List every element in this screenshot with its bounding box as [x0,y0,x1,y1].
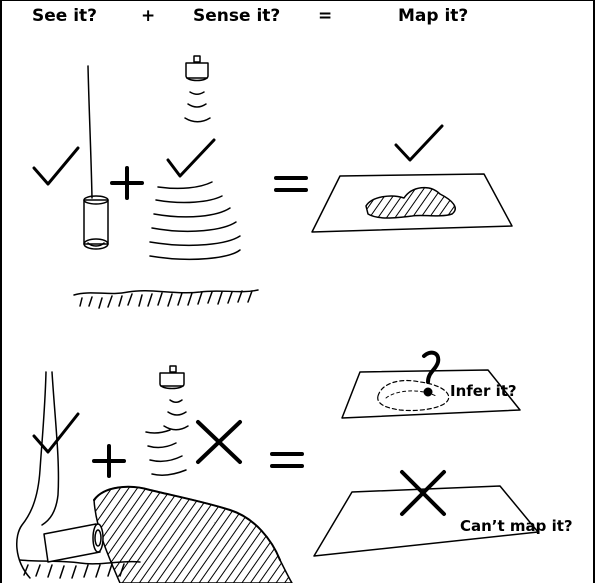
header-map: Map it? [398,6,469,26]
camera-icon [83,195,109,250]
sonar-waves-top [184,91,211,123]
plus-icon-bottom [92,444,126,478]
equals-icon-bottom [270,452,304,468]
sense-cross-icon [196,420,242,464]
frame-top [0,0,595,1]
seabed-top [73,289,259,309]
map-check-icon [394,124,444,162]
frame-left [0,0,2,583]
camera-cable-loop [41,371,60,526]
overhang-edge [93,485,281,561]
sonar-waves-bottom [163,399,189,431]
frame-right [593,0,595,583]
question-mark-icon [422,350,441,397]
inferred-area-inner [385,390,437,399]
header-equals: = [318,6,333,26]
sense-check-icon [166,138,216,178]
header-see: See it? [32,6,98,26]
mapped-area-top [365,186,456,219]
sonar-arcs-top [149,181,241,261]
plus-icon-top [110,166,144,200]
sonar-arcs-bottom [145,429,187,476]
seabed-bottom-left [19,559,141,579]
inferred-area-dashed [377,379,450,412]
sonar-transducer-icon-bottom [159,365,185,390]
map-sheet-infer [341,369,521,419]
header-plus: + [141,6,156,26]
see-check-icon-bottom [32,412,80,454]
map-sheet-top [311,173,513,233]
infer-label: Infer it? [450,382,517,400]
camera-cable-bottom [16,371,47,579]
cant-map-label: Can’t map it? [460,517,573,535]
camera-icon-bottom [43,523,104,563]
overhang-seabed [93,486,293,583]
sonar-transducer-icon [185,55,209,82]
map-sheet-cant [313,485,539,557]
map-cross-icon [400,470,446,516]
see-check-icon [32,146,80,186]
camera-cable [87,65,93,199]
equals-icon-top [274,176,308,192]
header-sense: Sense it? [193,6,281,26]
